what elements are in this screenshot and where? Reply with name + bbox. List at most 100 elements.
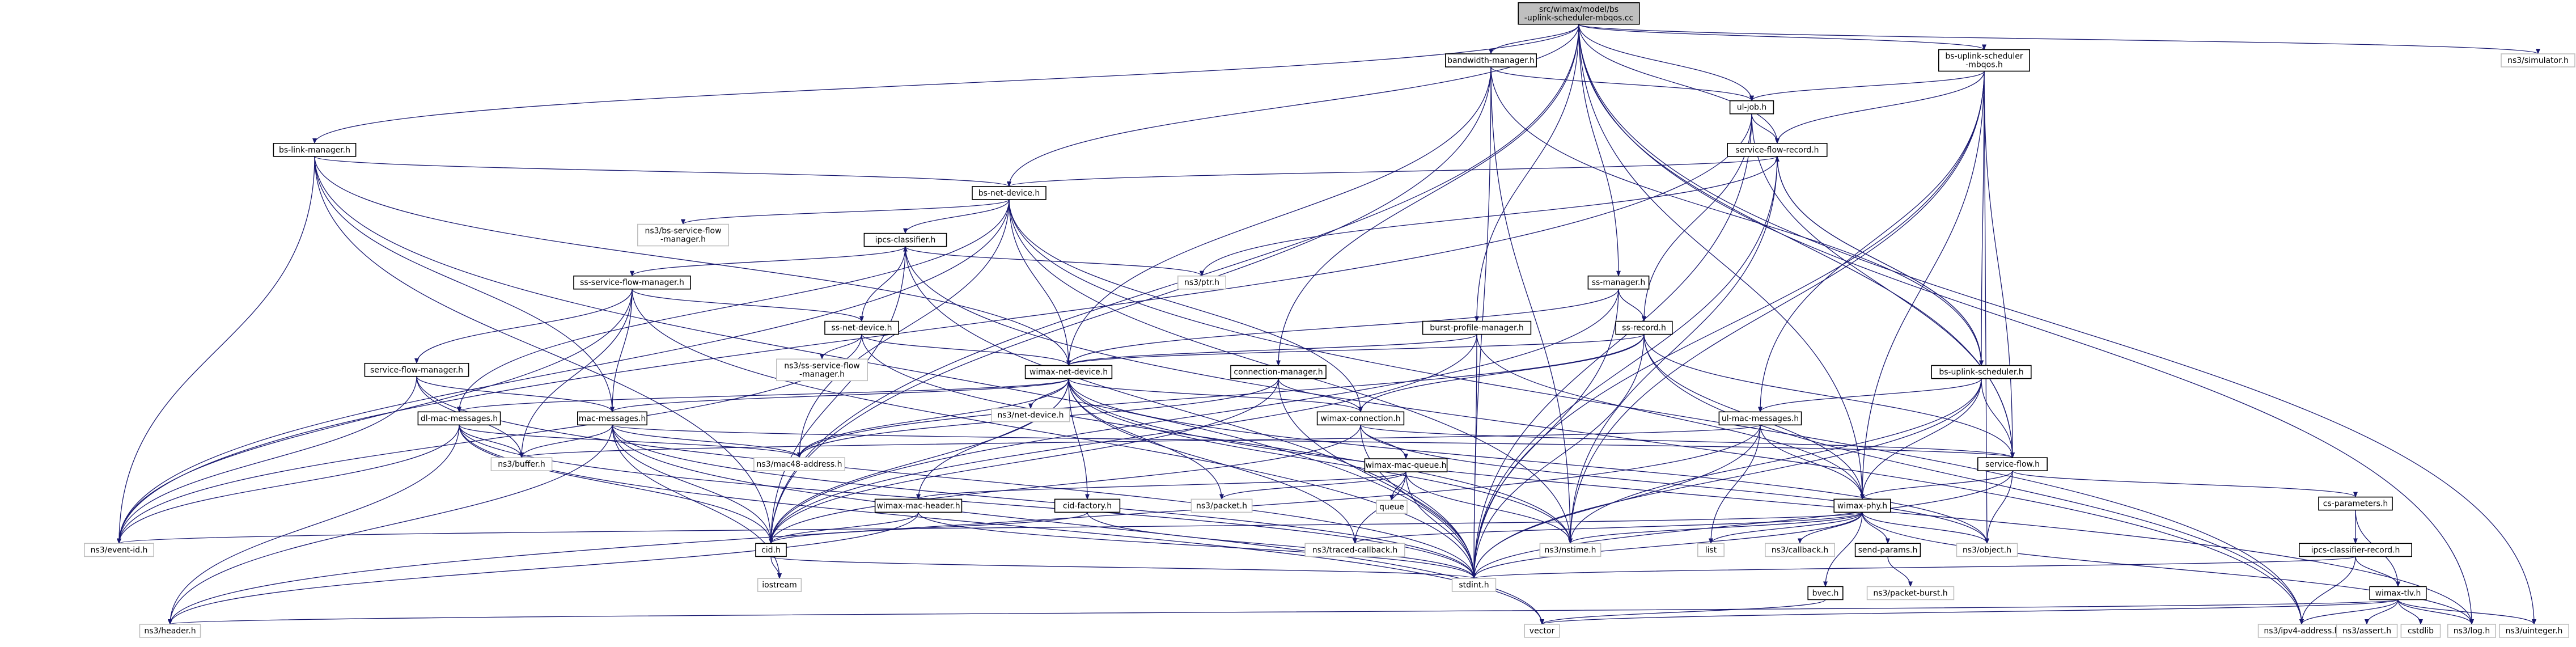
edge-wimax-net-dev-to-mac-msgs [610, 378, 1069, 413]
node-wimax-mac-hdr[interactable]: wimax-mac-header.h [874, 498, 963, 513]
node-ns-simulator[interactable]: ns3/simulator.h [2501, 53, 2575, 67]
node-bs-up-sched[interactable]: bs-uplink-scheduler.h [1931, 365, 2032, 379]
node-cstdlib[interactable]: cstdlib [2400, 624, 2441, 638]
edge-bs-up-mbqos-h-to-ul-job [1749, 71, 1985, 102]
node-wimax-mac-q[interactable]: wimax-mac-queue.h [1364, 458, 1448, 472]
node-send-params[interactable]: send-params.h [1854, 543, 1921, 557]
node-label: ns3/header.h [144, 627, 196, 636]
node-ul-mac[interactable]: ul-mac-messages.h [1718, 411, 1802, 426]
node-box [1445, 53, 1537, 67]
node-ss-sfm[interactable]: ss-service-flow-manager.h [573, 275, 691, 290]
node-cid-factory[interactable]: cid-factory.h [1054, 498, 1121, 513]
node-sfr[interactable]: service-flow-record.h [1727, 143, 1828, 157]
edge-ipcs-to-stdint [905, 246, 1476, 580]
edge-conn-mgr-to-cid [769, 378, 1279, 544]
node-ss-net-dev[interactable]: ss-net-device.h [824, 320, 899, 335]
node-ns-bss-sfm[interactable]: ns3/ss-service-flow-manager.h [776, 358, 868, 382]
node-cs-param[interactable]: cs-parameters.h [2318, 496, 2393, 511]
node-bvec[interactable]: bvec.h [1807, 586, 1844, 601]
node-ns-traced-cb[interactable]: ns3/traced-callback.h [1304, 543, 1405, 557]
node-ipcs-rec[interactable]: ipcs-classifier-record.h [2299, 543, 2413, 557]
node-box [637, 223, 730, 247]
node-box [1524, 624, 1560, 638]
node-label: bandwidth-manager.h [1447, 56, 1535, 65]
node-queue[interactable]: queue [1376, 500, 1408, 514]
node-wimax-conn[interactable]: wimax-connection.h [1316, 411, 1405, 426]
node-box [1866, 586, 1955, 601]
edge-wimax-phy-to-ns-nstime [1568, 511, 1863, 544]
node-label: wimax-tlv.h [2375, 589, 2421, 598]
node-ul-job[interactable]: ul-job.h [1729, 100, 1774, 115]
node-wimax-phy[interactable]: wimax-phy.h [1833, 498, 1891, 513]
node-iostream[interactable]: iostream [757, 578, 802, 592]
node-box [1024, 365, 1113, 379]
node-label: mac-messages.h [579, 414, 646, 423]
node-conn-mgr[interactable]: connection-manager.h [1230, 365, 1327, 379]
node-ns-mac48[interactable]: ns3/mac48-address.h [753, 457, 846, 471]
node-box [1451, 578, 1497, 592]
node-ss-rec[interactable]: ss-record.h [1615, 320, 1673, 335]
edge-root-to-wimax-phy [1578, 24, 1865, 500]
node-ns-log[interactable]: ns3/log.h [2447, 624, 2496, 638]
edge-ipcs-rec-to-wimax-tlv [2355, 556, 2400, 587]
node-ns-uinteger[interactable]: ns3/uinteger.h [2498, 624, 2569, 638]
file-nodes: src/wimax/model/bs-uplink-scheduler-mbqo… [84, 2, 2575, 638]
node-mac-msgs[interactable]: mac-messages.h [577, 411, 647, 426]
node-vector[interactable]: vector [1524, 624, 1560, 638]
edge-bw-mgr-to-bs-up-sched [1490, 66, 1984, 366]
node-bw-mgr[interactable]: bandwidth-manager.h [1445, 53, 1537, 67]
edge-ss-sfm-to-ss-net-dev [632, 289, 864, 322]
node-cid[interactable]: cid.h [755, 543, 787, 557]
node-ns-ipv4[interactable]: ns3/ipv4-address.h [2257, 624, 2346, 638]
node-ns-packet[interactable]: ns3/packet.h [1190, 498, 1253, 513]
edge-wimax-phy-to-ns-traced-cb [1353, 511, 1863, 544]
edge-ss-sfm-to-ns-buffer [519, 289, 633, 459]
node-wimax-net-dev[interactable]: wimax-net-device.h [1024, 365, 1113, 379]
node-box [1316, 411, 1405, 426]
node-bs-link-mgr[interactable]: bs-link-manager.h [273, 143, 357, 157]
edge-wimax-conn-to-sf [1360, 424, 2015, 459]
node-bs-net-dev[interactable]: bs-net-device.h [972, 186, 1046, 200]
edge-sf-to-ns-object [1985, 471, 2013, 544]
node-box [863, 232, 947, 247]
node-ns-event-id[interactable]: ns3/event-id.h [84, 543, 155, 557]
node-bs-up-mbqos-h[interactable]: bs-uplink-scheduler-mbqos.h [1938, 49, 2031, 72]
node-wimax-tlv[interactable]: wimax-tlv.h [2369, 586, 2427, 601]
node-label: iostream [762, 581, 797, 590]
node-label: ns3/callback.h [1772, 545, 1828, 555]
node-label: ns3/packet.h [1196, 501, 1247, 510]
edge-bs-up-sched-to-ns-nstime [1568, 378, 1982, 544]
edge-ss-net-dev-to-ns-event-id [117, 334, 862, 544]
node-label: bs-link-manager.h [279, 146, 350, 155]
node-ns-ptr[interactable]: ns3/ptr.h [1177, 275, 1227, 290]
node-box [573, 275, 691, 290]
node-ns-object[interactable]: ns3/object.h [1956, 543, 2018, 557]
edge-mac-msgs-to-sf [612, 424, 2015, 459]
node-ns-nstime[interactable]: ns3/nstime.h [1539, 543, 1601, 557]
node-ns-pkt-burst[interactable]: ns3/packet-burst.h [1866, 586, 1955, 601]
node-sfm[interactable]: service-flow-manager.h [364, 362, 469, 377]
node-label: ns3/mac48-address.h [757, 460, 842, 469]
node-ns-header[interactable]: ns3/header.h [139, 624, 201, 638]
node-ns-callback[interactable]: ns3/callback.h [1765, 543, 1836, 557]
node-ns-bs-sfm[interactable]: ns3/bs-service-flow-manager.h [637, 223, 730, 247]
edge-ss-sfm-to-stdint [632, 289, 1476, 580]
node-ns-assert[interactable]: ns3/assert.h [2336, 624, 2398, 638]
node-box [1539, 543, 1601, 557]
node-ns-buffer[interactable]: ns3/buffer.h [490, 457, 553, 471]
edge-ipcs-to-ns-ptr [905, 246, 1204, 277]
node-label: vector [1530, 627, 1555, 636]
node-sf[interactable]: service-flow.h [1977, 457, 2048, 471]
node-box [1727, 143, 1828, 157]
node-ss-mgr[interactable]: ss-manager.h [1587, 275, 1650, 290]
node-ipcs[interactable]: ipcs-classifier.h [863, 232, 947, 247]
node-dl-mac[interactable]: dl-mac-messages.h [417, 411, 501, 426]
node-root[interactable]: src/wimax/model/bs-uplink-scheduler-mbqo… [1518, 2, 1640, 25]
node-ns-net-dev[interactable]: ns3/net-device.h [991, 408, 1070, 422]
node-list[interactable]: list [1697, 543, 1725, 557]
edge-ss-rec-to-wimax-net-dev [1066, 334, 1645, 366]
node-stdint[interactable]: stdint.h [1451, 578, 1497, 592]
node-burst-prof[interactable]: burst-profile-manager.h [1422, 320, 1532, 335]
edge-root-to-bs-up-mbqos-h [1578, 24, 1986, 50]
edge-cid-factory-to-stdint [1087, 512, 1476, 580]
